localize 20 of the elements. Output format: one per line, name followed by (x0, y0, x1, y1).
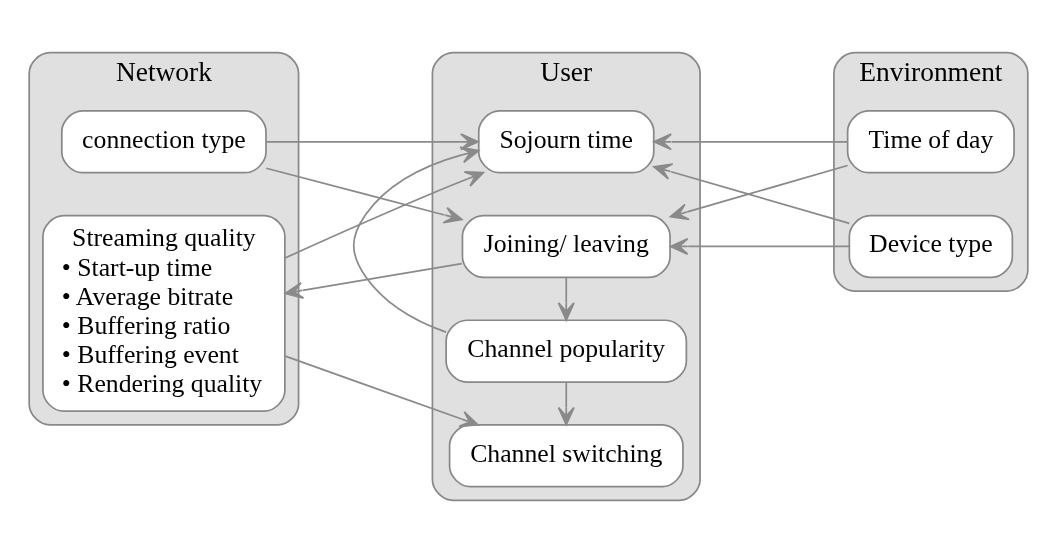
arrow (653, 162, 851, 224)
arrow (669, 164, 849, 220)
arrow (284, 262, 463, 299)
arrow (265, 166, 463, 223)
node-box: Sojourn time (477, 109, 655, 174)
arrow (653, 132, 849, 150)
node-box: Streaming quality • Start-up time • Average bitrate • Buffering ratio • Buffering event • Rendering quality (42, 214, 286, 412)
arrow (557, 380, 575, 426)
arrow (284, 354, 479, 427)
arrow (352, 146, 480, 333)
arrow (265, 132, 479, 150)
arrow (284, 170, 485, 259)
node-box: connection type (60, 109, 267, 174)
arrow (669, 237, 851, 255)
node-box: Time of day (846, 109, 1015, 174)
node-box: Channel switching (448, 423, 684, 488)
arrow (557, 276, 575, 321)
node-box: Joining/ leaving (461, 214, 671, 278)
node-box: Device type (848, 214, 1014, 278)
node-box: Channel popularity (445, 318, 688, 383)
